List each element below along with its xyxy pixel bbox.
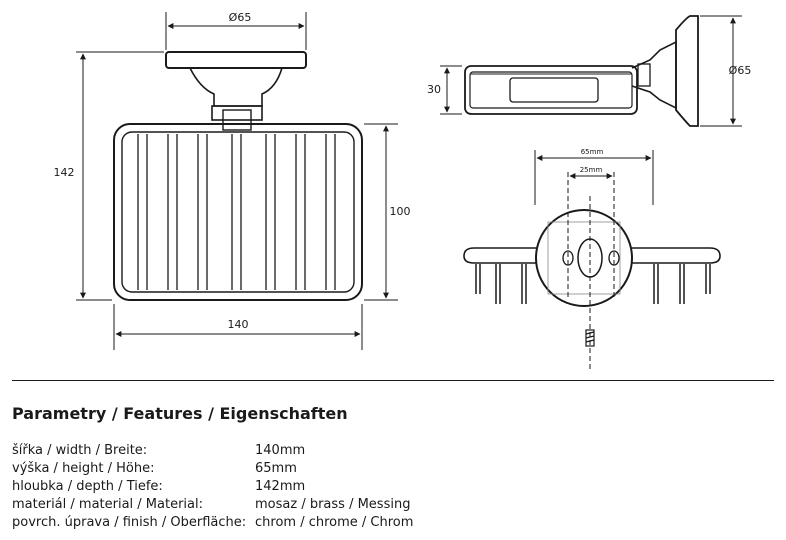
param-label: povrch. úprava / finish / Oberfläche: [12, 515, 247, 530]
dim-top-diameter [165, 12, 307, 50]
wire-arm-left [463, 247, 538, 264]
param-row-depth: hloubka / depth / Tiefe: 142mm [12, 479, 432, 497]
param-label: materiál / material / Material: [12, 497, 204, 512]
wire-arm-right [628, 247, 721, 264]
wire-legs [475, 264, 711, 304]
dim-basket-height [364, 123, 398, 301]
basket-outer [113, 123, 363, 301]
basket-inner [121, 131, 355, 293]
side-basket-outer [464, 65, 638, 115]
clamp-block [211, 105, 263, 121]
side-tray [509, 77, 599, 103]
param-label: hloubka / depth / Tiefe: [12, 479, 163, 494]
dim-total-height-label: 142 [54, 166, 75, 179]
param-value: mosaz / brass / Messing [255, 497, 411, 512]
param-label: šířka / width / Breite: [12, 443, 148, 458]
technical-drawing: Ø65 142 100 140 30 Ø65 [54, 11, 752, 372]
front-view [76, 12, 398, 350]
param-row-material: materiál / material / Material: mosaz / … [12, 497, 432, 515]
param-row-finish: povrch. úprava / finish / Oberfläche: ch… [12, 515, 432, 533]
clamp-inner [222, 109, 252, 131]
basket-bars [137, 134, 336, 290]
side-view [440, 15, 742, 127]
section-divider [12, 380, 774, 381]
param-value: 142mm [255, 479, 306, 494]
parameters-heading: Parametry / Features / Eigenschaften [12, 404, 348, 423]
param-value: 65mm [255, 461, 297, 476]
dim-basket-width [113, 304, 363, 350]
side-basket-inner [469, 71, 633, 109]
wall-plate-outline [165, 51, 307, 69]
screw [585, 329, 595, 347]
param-label: výška / height / Höhe: [12, 461, 155, 476]
dim-side-diameter [700, 15, 742, 127]
centerlines [567, 172, 615, 372]
dim-top-diameter-label: Ø65 [229, 11, 252, 24]
dim-basket-width-label: 140 [228, 318, 249, 331]
bracket-outline [189, 67, 283, 107]
dim-plate-width-label: 65mm [581, 148, 604, 156]
dim-depth [440, 65, 462, 115]
param-value: 140mm [255, 443, 306, 458]
param-value: chrom / chrome / Chrom [255, 515, 414, 530]
side-wall-plate [675, 15, 699, 127]
mount-bracket-square [547, 221, 621, 295]
param-row-width: šířka / width / Breite: 140mm [12, 443, 432, 461]
dim-plate-width [534, 150, 654, 205]
parameters-table: šířka / width / Breite: 140mm výška / he… [12, 443, 432, 533]
dim-hole-spacing-label: 25mm [580, 166, 603, 174]
dim-total-height [76, 51, 164, 301]
dim-basket-height-label: 100 [390, 205, 411, 218]
wall-plate-circle [535, 209, 633, 307]
dim-depth-label: 30 [427, 83, 441, 96]
param-row-height: výška / height / Höhe: 65mm [12, 461, 432, 479]
dim-side-diameter-label: Ø65 [729, 64, 752, 77]
mount-view [463, 150, 721, 372]
